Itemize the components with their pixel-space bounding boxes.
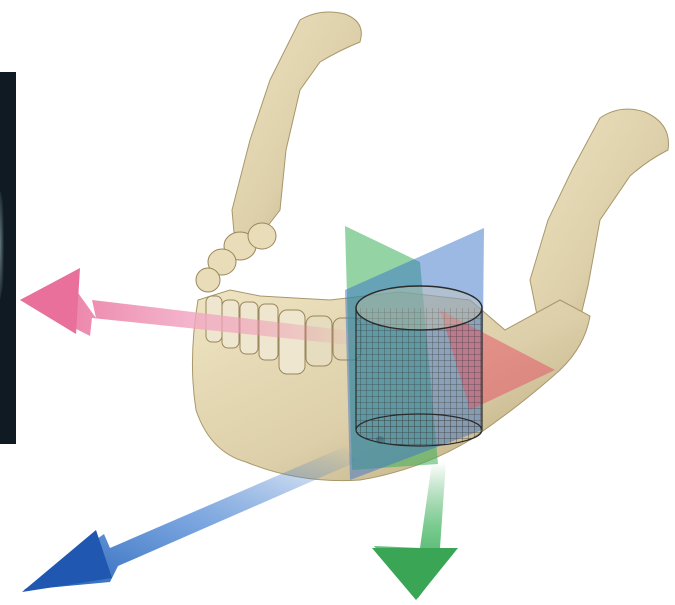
back-teeth (196, 223, 276, 292)
cylinder-volume-icon (356, 286, 482, 446)
scan-panel (0, 72, 16, 444)
blue-arrow-icon (22, 446, 356, 592)
green-arrow-icon (372, 462, 458, 600)
